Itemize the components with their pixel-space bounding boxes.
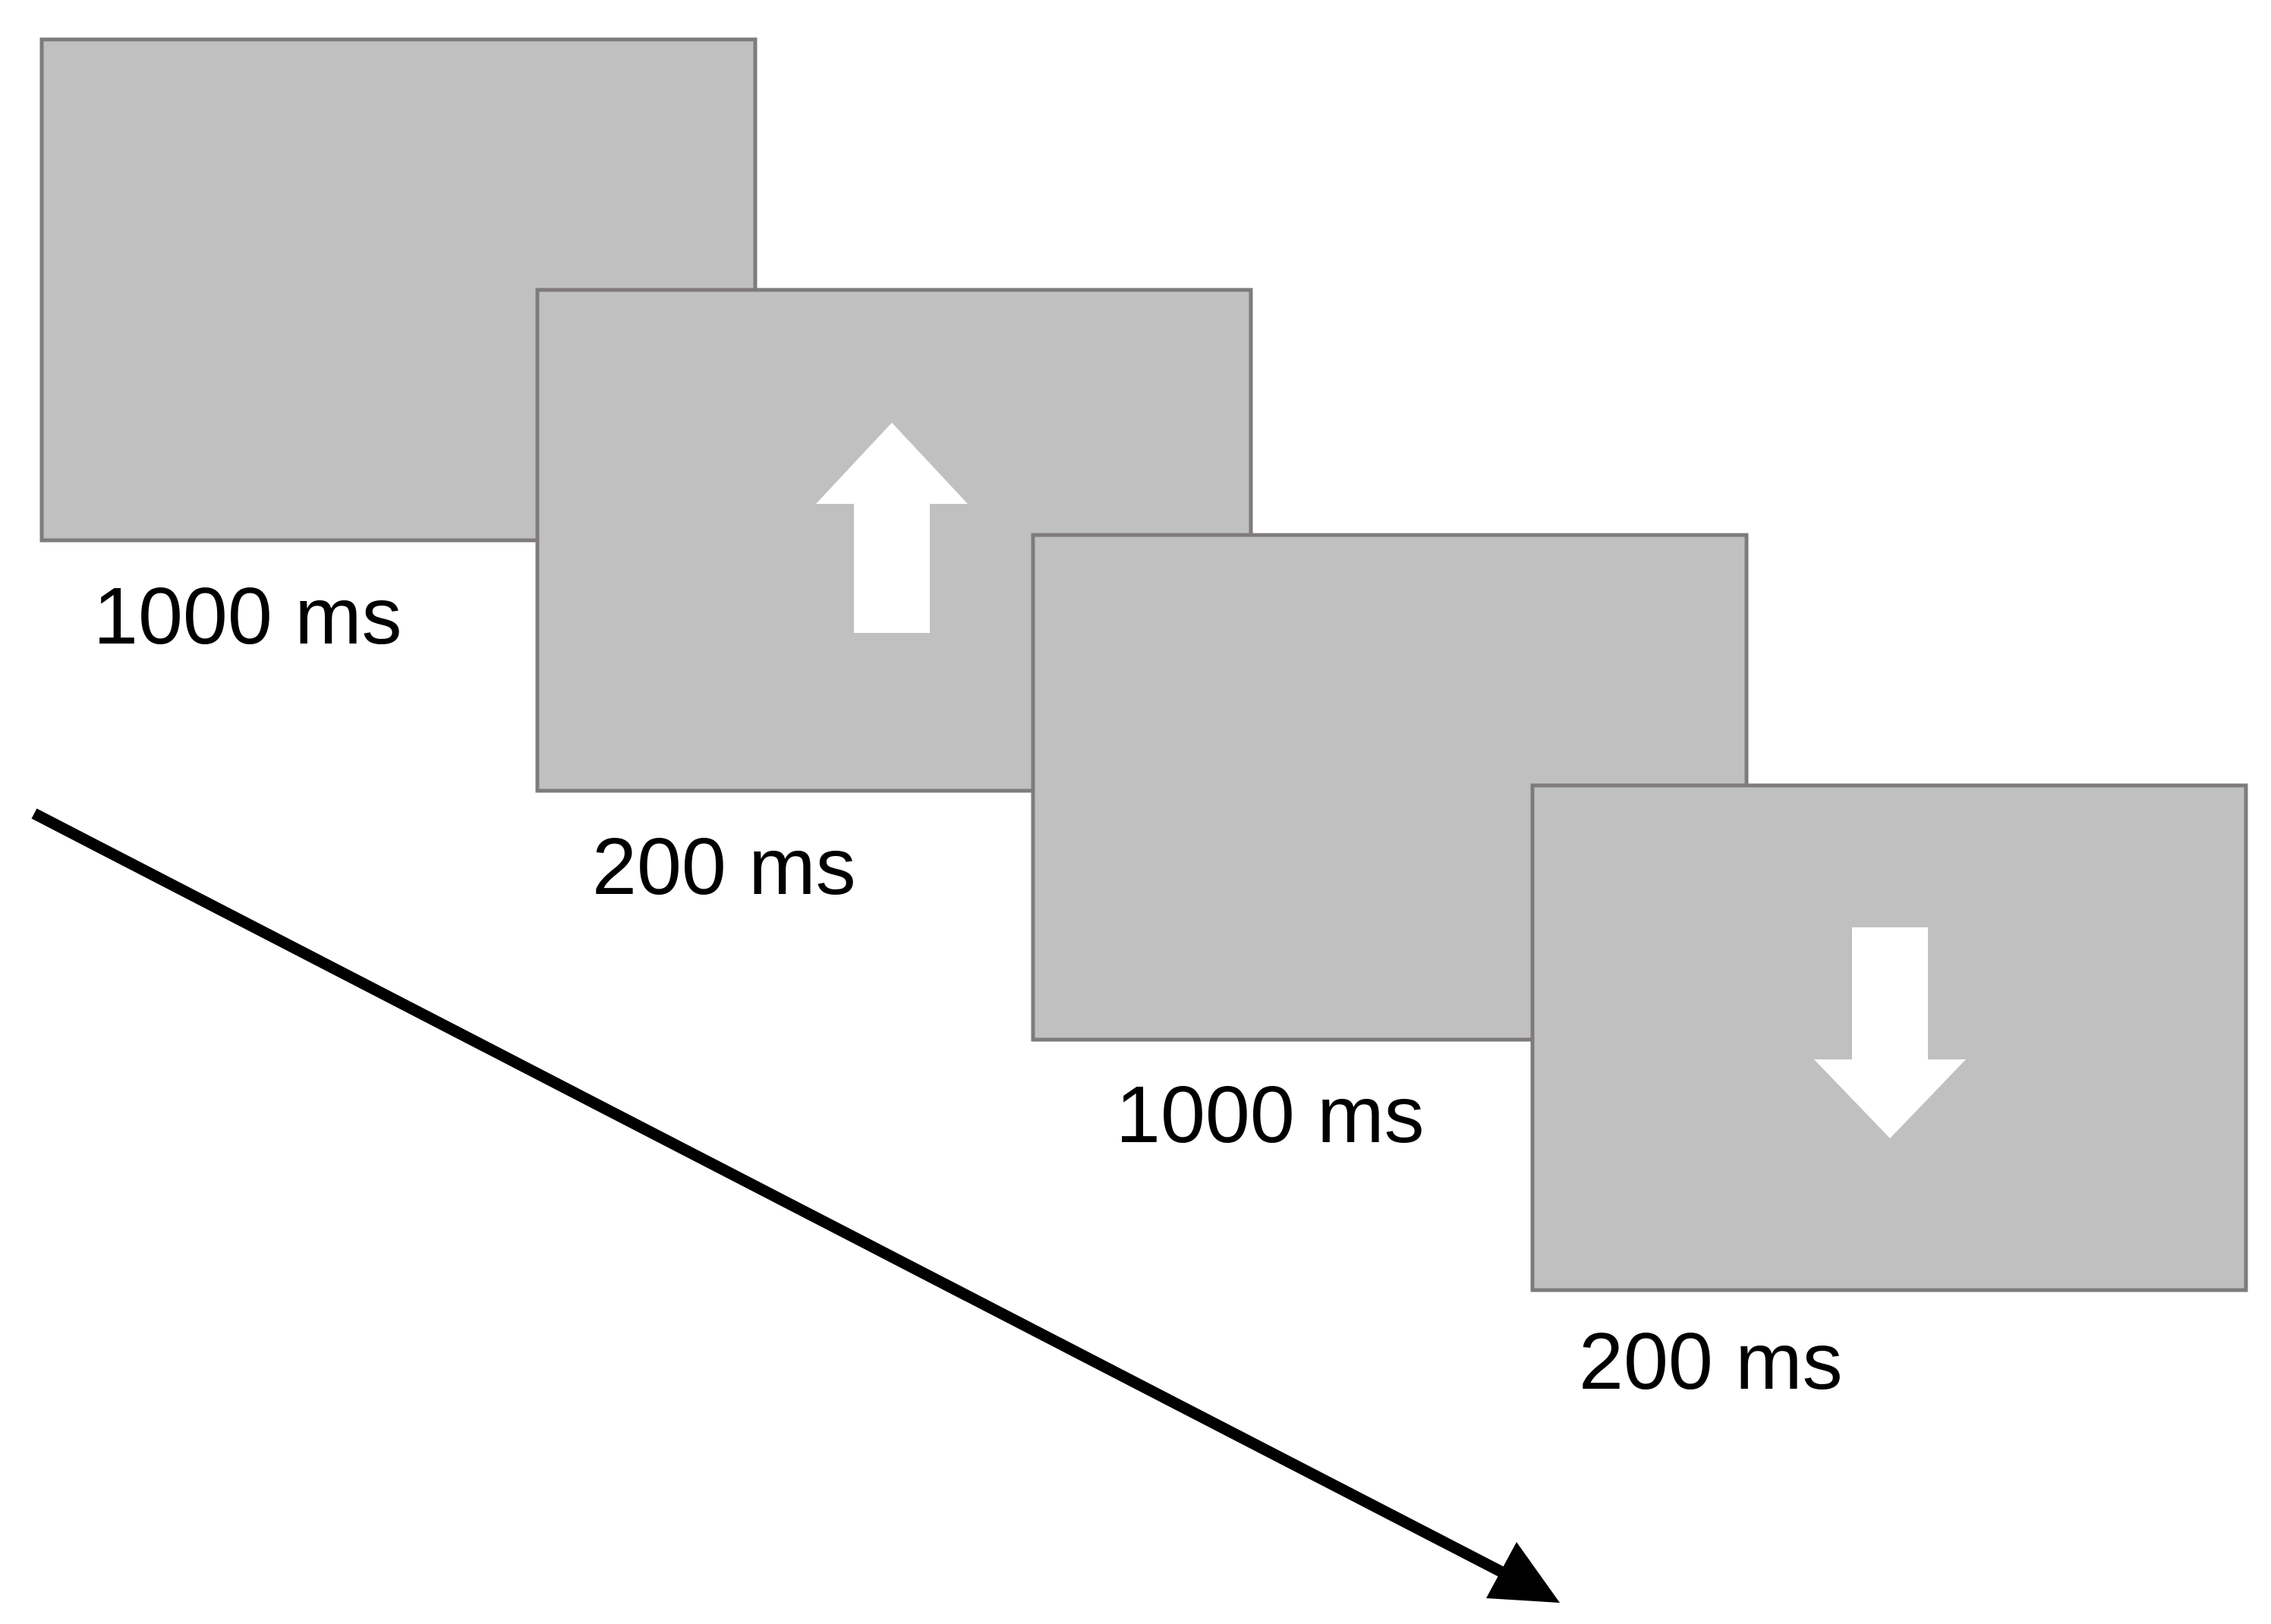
arrow-down-icon <box>1814 927 1966 1138</box>
frame-1-duration-label: 1000 ms <box>93 571 402 661</box>
time-arrow-icon <box>31 808 1560 1603</box>
frame-2-duration-label: 200 ms <box>592 822 856 911</box>
frame-4-duration-label: 200 ms <box>1579 1317 1843 1406</box>
arrow-up-icon <box>816 423 968 633</box>
frame-3-duration-label: 1000 ms <box>1116 1070 1425 1160</box>
